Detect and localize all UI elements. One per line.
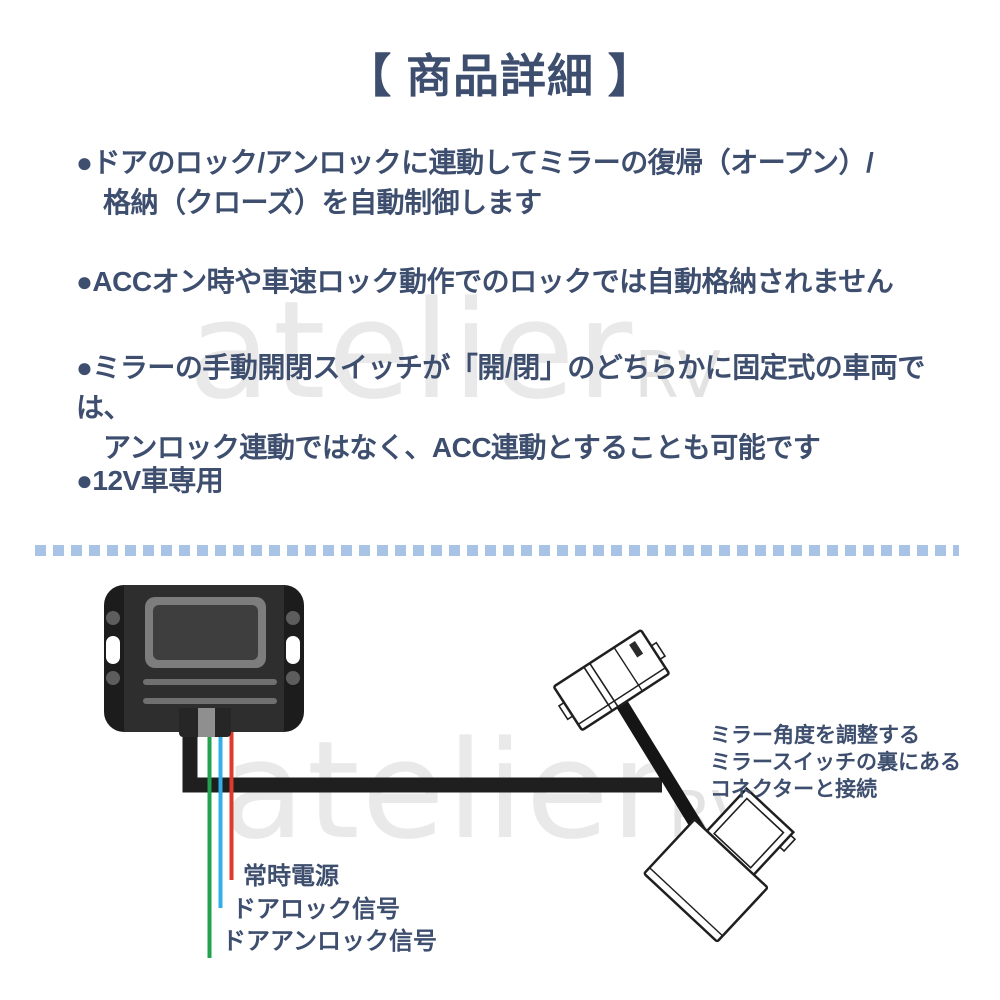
connector-divider xyxy=(589,662,619,708)
connector-edge-line xyxy=(577,667,666,726)
connector-slot xyxy=(629,641,644,658)
control-unit-label-window xyxy=(153,605,258,660)
mirror-switch-connector-upper xyxy=(553,629,670,731)
mirror-switch-connector-lower xyxy=(643,786,797,943)
bullet-line: ●12V車専用 xyxy=(76,465,224,496)
wire-outlet-connector-center xyxy=(198,708,215,737)
bullet-manual-switch-acc: ●ミラーの手動開閉スイッチが「開/閉」のどちらかに固定式の車両では、 アンロック… xyxy=(76,348,970,468)
connector-note-line: コネクターと接続 xyxy=(710,778,878,801)
mounting-slot xyxy=(106,636,120,664)
lock-wire-label: ドアロック信号 xyxy=(232,896,400,923)
connector-plug-inner xyxy=(712,797,785,869)
connector-housing xyxy=(643,818,769,943)
connector-edge-line xyxy=(649,867,724,937)
watermark-text: atelier xyxy=(188,272,635,429)
screw-hole xyxy=(106,611,120,625)
connector-divider xyxy=(613,647,643,692)
bullet-line: ●ミラーの手動開閉スイッチが「開/閉」のどちらかに固定式の車両では、 xyxy=(76,352,925,423)
bullet-line: ●ACCオン時や車速ロック動作でのロックでは自動格納されません xyxy=(76,266,894,297)
page-title: 【 商品詳細 】 xyxy=(345,50,655,102)
control-unit-vent-stripe xyxy=(143,698,277,704)
connector-divider xyxy=(583,666,613,712)
connector-note-line: ミラー角度を調整する xyxy=(710,724,920,747)
watermark-suffix: RV xyxy=(634,339,724,413)
harness-wire-horizontal xyxy=(182,718,662,793)
bullet-acc-no-fold: ●ACCオン時や車速ロック動作でのロックでは自動格納されません xyxy=(76,262,970,302)
dotted-divider xyxy=(35,545,959,556)
bullet-line: 格納（クローズ）を自動制御します xyxy=(103,187,542,218)
screw-hole xyxy=(286,611,300,625)
bullet-line: ●ドアのロック/アンロックに連動してミラーの復帰（オープン）/ xyxy=(76,147,874,178)
screw-hole xyxy=(106,671,120,685)
connector-note: ミラー角度を調整する ミラースイッチの裏にある コネクターと接続 xyxy=(710,722,961,803)
connector-body xyxy=(553,629,670,731)
mounting-slot xyxy=(286,636,300,664)
bullet-12v-only: ●12V車専用 xyxy=(76,461,970,501)
watermark-atelier-upper: atelierRV xyxy=(188,272,723,429)
connector-note-line: ミラースイッチの裏にある xyxy=(710,751,961,774)
control-unit-vent-stripe xyxy=(143,679,277,685)
screw-hole xyxy=(286,671,300,685)
power-wire-label: 常時電源 xyxy=(243,863,339,890)
bullet-line: アンロック連動ではなく、ACC連動とすることも可能です xyxy=(103,432,821,463)
unlock-wire-label: ドアアンロック信号 xyxy=(222,928,438,955)
bullet-lock-unlock-control: ●ドアのロック/アンロックに連動してミラーの復帰（オープン）/ 格納（クローズ）… xyxy=(76,143,970,223)
harness-wire-diagonal xyxy=(606,684,707,837)
